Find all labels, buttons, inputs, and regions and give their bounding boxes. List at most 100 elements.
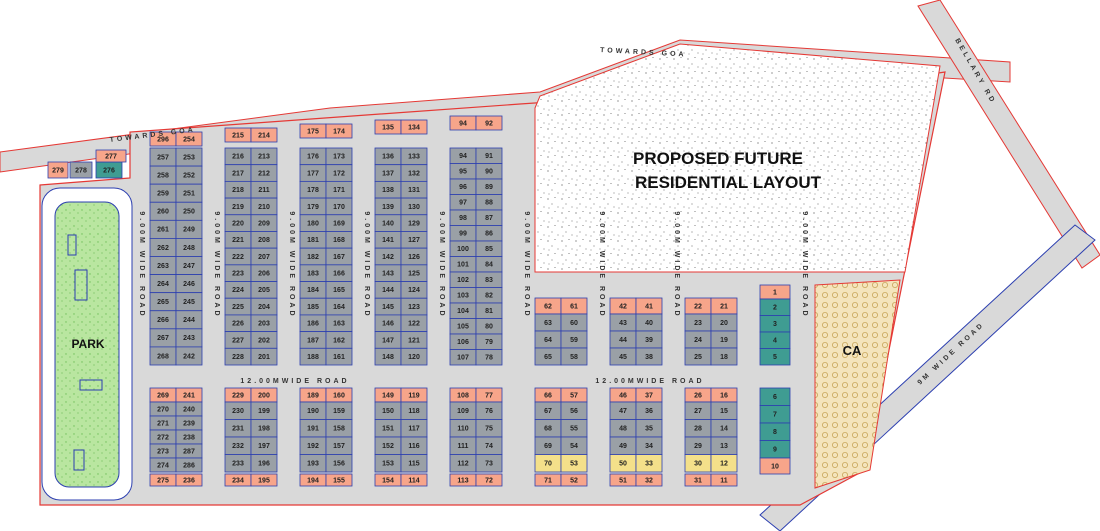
plot[interactable]: 66 xyxy=(534,387,562,403)
plot[interactable]: 178 xyxy=(299,180,327,199)
plot[interactable]: 170 xyxy=(325,197,353,216)
plot[interactable]: 73 xyxy=(475,454,503,473)
plot[interactable]: 261 xyxy=(149,219,177,239)
plot[interactable]: 4 xyxy=(759,331,791,349)
plot[interactable]: 75 xyxy=(475,419,503,438)
plot[interactable]: 196 xyxy=(250,454,278,473)
plot[interactable]: 7 xyxy=(759,405,791,424)
plot[interactable]: 149 xyxy=(374,387,402,403)
plot[interactable]: 271 xyxy=(149,415,177,431)
plot[interactable]: 110 xyxy=(449,419,477,438)
plot[interactable]: 129 xyxy=(400,214,428,232)
plot[interactable]: 104 xyxy=(449,302,477,319)
plot[interactable]: 127 xyxy=(400,231,428,249)
plot[interactable]: 190 xyxy=(299,401,327,420)
plot[interactable]: 21 xyxy=(710,297,738,315)
plot[interactable]: 141 xyxy=(374,231,402,249)
plot[interactable]: 222 xyxy=(224,247,252,266)
plot[interactable]: 204 xyxy=(250,297,278,316)
plot[interactable]: 244 xyxy=(175,310,203,330)
plot[interactable]: 262 xyxy=(149,238,177,257)
plot[interactable]: 214 xyxy=(250,127,278,143)
plot[interactable]: 100 xyxy=(449,240,477,257)
plot[interactable]: 192 xyxy=(299,436,327,455)
plot[interactable]: 112 xyxy=(449,454,477,473)
plot[interactable]: 212 xyxy=(250,164,278,182)
plot[interactable]: 23 xyxy=(684,313,712,332)
plot[interactable]: 227 xyxy=(224,331,252,349)
plot[interactable]: 174 xyxy=(325,123,353,139)
plot[interactable]: 210 xyxy=(250,197,278,216)
plot[interactable]: 166 xyxy=(325,264,353,282)
plot[interactable]: 122 xyxy=(400,314,428,333)
plot[interactable]: 87 xyxy=(475,209,503,226)
plot[interactable]: 219 xyxy=(224,197,252,216)
plot[interactable]: 140 xyxy=(374,214,402,232)
plot[interactable]: 120 xyxy=(400,347,428,366)
plot[interactable]: 3 xyxy=(759,315,791,333)
plot[interactable]: 218 xyxy=(224,180,252,199)
plot[interactable]: 253 xyxy=(175,147,203,167)
plot[interactable]: 62 xyxy=(534,297,562,315)
plot[interactable]: 167 xyxy=(325,247,353,266)
plot[interactable]: 43 xyxy=(609,313,637,332)
plot[interactable]: 269 xyxy=(149,387,177,403)
plot[interactable]: 233 xyxy=(224,454,252,473)
plot[interactable]: 171 xyxy=(325,180,353,199)
plot[interactable]: 179 xyxy=(299,197,327,216)
plot[interactable]: 189 xyxy=(299,387,327,403)
plot[interactable]: 24 xyxy=(684,330,712,349)
plot[interactable]: 116 xyxy=(400,436,428,455)
plot[interactable]: 68 xyxy=(534,419,562,438)
plot[interactable]: 209 xyxy=(250,214,278,232)
plot[interactable]: 35 xyxy=(635,419,663,438)
plot[interactable]: 69 xyxy=(534,436,562,455)
plot[interactable]: 97 xyxy=(449,194,477,211)
plot[interactable]: 263 xyxy=(149,256,177,275)
plot[interactable]: 1 xyxy=(759,284,791,300)
plot[interactable]: 126 xyxy=(400,247,428,266)
plot[interactable]: 148 xyxy=(374,347,402,366)
plot[interactable]: 47 xyxy=(609,401,637,420)
plot[interactable]: 57 xyxy=(560,387,588,403)
plot[interactable]: 65 xyxy=(534,347,562,366)
plot[interactable]: 27 xyxy=(684,401,712,420)
plot[interactable]: 181 xyxy=(299,231,327,249)
plot[interactable]: 111 xyxy=(449,436,477,455)
plot[interactable]: 246 xyxy=(175,274,203,294)
plot[interactable]: 63 xyxy=(534,313,562,332)
plot[interactable]: 115 xyxy=(400,454,428,473)
plot[interactable]: 55 xyxy=(560,419,588,438)
plot[interactable]: 95 xyxy=(449,163,477,180)
plot[interactable]: 86 xyxy=(475,225,503,242)
plot[interactable]: 64 xyxy=(534,330,562,349)
plot[interactable]: 205 xyxy=(250,281,278,299)
plot[interactable]: 14 xyxy=(710,419,738,438)
plot[interactable]: 125 xyxy=(400,264,428,282)
plot[interactable]: 139 xyxy=(374,197,402,216)
plot[interactable]: 173 xyxy=(325,147,353,166)
plot[interactable]: 223 xyxy=(224,264,252,282)
plot[interactable]: 12 xyxy=(710,454,738,473)
plot[interactable]: 29 xyxy=(684,436,712,455)
plot[interactable]: 187 xyxy=(299,331,327,349)
plot[interactable]: 67 xyxy=(534,401,562,420)
plot[interactable]: 156 xyxy=(325,454,353,473)
plot[interactable]: 228 xyxy=(224,347,252,366)
plot[interactable]: 232 xyxy=(224,436,252,455)
plot[interactable]: 108 xyxy=(449,387,477,403)
plot[interactable]: 163 xyxy=(325,314,353,333)
plot[interactable]: 131 xyxy=(400,180,428,199)
plot[interactable]: 257 xyxy=(149,147,177,167)
plot[interactable]: 230 xyxy=(224,401,252,420)
plot[interactable]: 216 xyxy=(224,147,252,166)
plot[interactable]: 272 xyxy=(149,429,177,445)
plot[interactable]: 84 xyxy=(475,256,503,273)
plot[interactable]: 158 xyxy=(325,419,353,438)
plot[interactable]: 77 xyxy=(475,387,503,403)
plot[interactable]: 25 xyxy=(684,347,712,366)
plot[interactable]: 185 xyxy=(299,297,327,316)
plot[interactable]: 105 xyxy=(449,318,477,335)
plot[interactable]: 234 xyxy=(224,473,252,487)
plot[interactable]: 198 xyxy=(250,419,278,438)
